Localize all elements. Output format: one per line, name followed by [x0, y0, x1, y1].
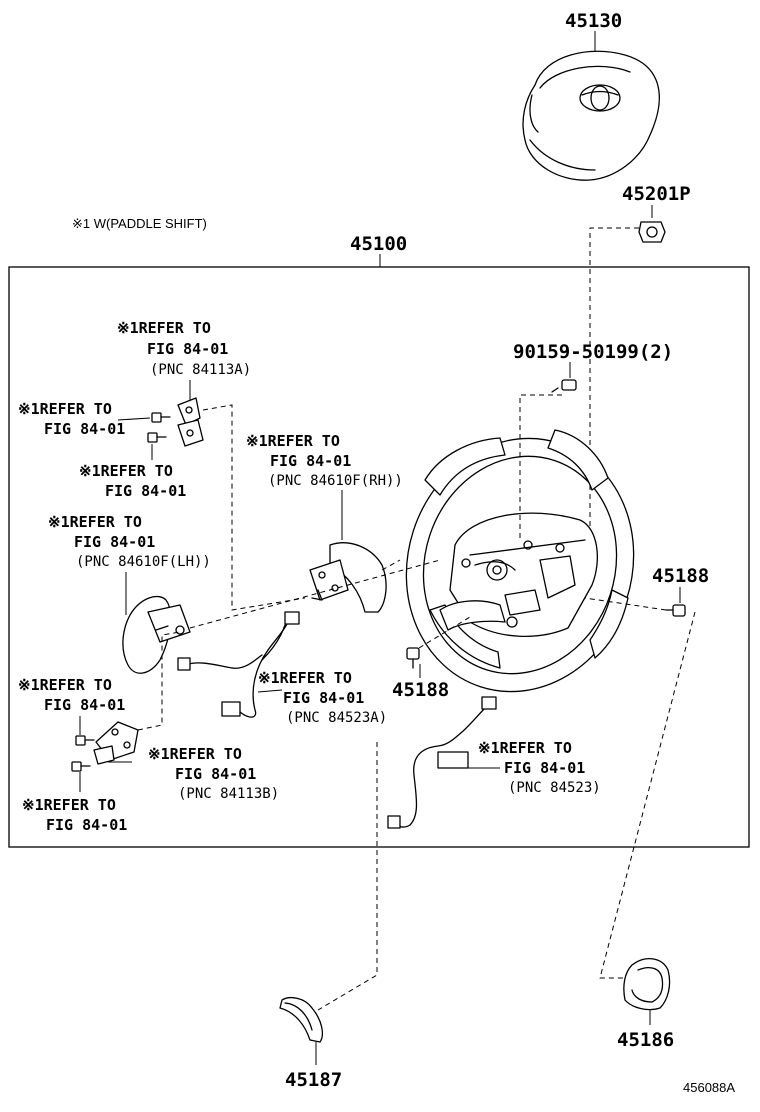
screw-center-illustration[interactable] [406, 647, 420, 669]
ref-2-line2[interactable]: FIG 84-01 [44, 420, 125, 438]
ref-harness-a-line3[interactable]: (PNC 84523A) [286, 710, 387, 726]
ref-84113b-line3[interactable]: (PNC 84113B) [178, 786, 279, 802]
steering-wheel-illustration[interactable] [374, 409, 666, 722]
label-wheel-assy: 45100 [350, 233, 407, 255]
ref-harness-a-line1[interactable]: ※1REFER TO [258, 669, 352, 687]
ref-84113a-line2[interactable]: FIG 84-01 [147, 340, 228, 358]
ref-2-line1[interactable]: ※1REFER TO [18, 400, 112, 418]
bracket-lower-illustration[interactable] [93, 721, 139, 765]
ref-lh-paddle-line1[interactable]: ※1REFER TO [48, 513, 142, 531]
ref-3-line2[interactable]: FIG 84-01 [105, 482, 186, 500]
ref-7-line1[interactable]: ※1REFER TO [18, 676, 112, 694]
diagram-code: 456088A [683, 1080, 735, 1095]
wire-harness-a-illustration[interactable] [177, 611, 300, 718]
label-screw: 90159-50199(2) [513, 341, 673, 363]
ref-harness-b-line3[interactable]: (PNC 84523) [508, 780, 601, 796]
ref-7-line2[interactable]: FIG 84-01 [44, 696, 125, 714]
lower-cover-right-illustration[interactable] [623, 958, 671, 1011]
ref-84113b-line1[interactable]: ※1REFER TO [148, 745, 242, 763]
ref-lh-paddle-line2[interactable]: FIG 84-01 [74, 533, 155, 551]
label-airbag: 45130 [565, 10, 622, 32]
ref-84113a-line1[interactable]: ※1REFER TO [117, 319, 211, 337]
label-screw-center: 45188 [392, 679, 449, 701]
label-airbag-bolt: 45201P [622, 183, 691, 205]
airbag-illustration[interactable] [522, 50, 660, 181]
paddle-rh-illustration[interactable] [309, 542, 387, 613]
small-screw-1-illustration[interactable] [151, 412, 171, 423]
ref-harness-a-line2[interactable]: FIG 84-01 [283, 689, 364, 707]
wheel-assy-frame [8, 266, 750, 848]
ref-10-line1[interactable]: ※1REFER TO [22, 796, 116, 814]
ref-lh-paddle-line3[interactable]: (PNC 84610F(LH)) [76, 554, 211, 570]
airbag-bolt-illustration[interactable] [638, 221, 666, 243]
wire-harness-b-illustration[interactable] [387, 696, 497, 829]
paddle-lh-illustration[interactable] [122, 595, 191, 674]
small-screw-2-illustration[interactable] [147, 432, 167, 443]
small-screw-3-illustration[interactable] [75, 735, 95, 746]
ref-harness-b-line2[interactable]: FIG 84-01 [504, 759, 585, 777]
screw-illustration[interactable] [551, 379, 577, 393]
label-cover-left: 45187 [285, 1069, 342, 1091]
small-screw-4-illustration[interactable] [71, 761, 91, 772]
ref-harness-b-line1[interactable]: ※1REFER TO [478, 739, 572, 757]
label-cover-right: 45186 [617, 1029, 674, 1051]
paddle-shift-note: ※1 W(PADDLE SHIFT) [72, 216, 207, 231]
ref-10-line2[interactable]: FIG 84-01 [46, 816, 127, 834]
ref-84113a-line3[interactable]: (PNC 84113A) [150, 362, 251, 378]
ref-3-line1[interactable]: ※1REFER TO [79, 462, 173, 480]
ref-rh-paddle-line3[interactable]: (PNC 84610F(RH)) [268, 473, 403, 489]
ref-rh-paddle-line1[interactable]: ※1REFER TO [246, 432, 340, 450]
ref-84113b-line2[interactable]: FIG 84-01 [175, 765, 256, 783]
label-screw-right: 45188 [652, 565, 709, 587]
screw-right-illustration[interactable] [665, 604, 686, 617]
ref-rh-paddle-line2[interactable]: FIG 84-01 [270, 452, 351, 470]
bracket-upper-illustration[interactable] [177, 397, 204, 447]
lower-cover-left-illustration[interactable] [279, 997, 323, 1043]
